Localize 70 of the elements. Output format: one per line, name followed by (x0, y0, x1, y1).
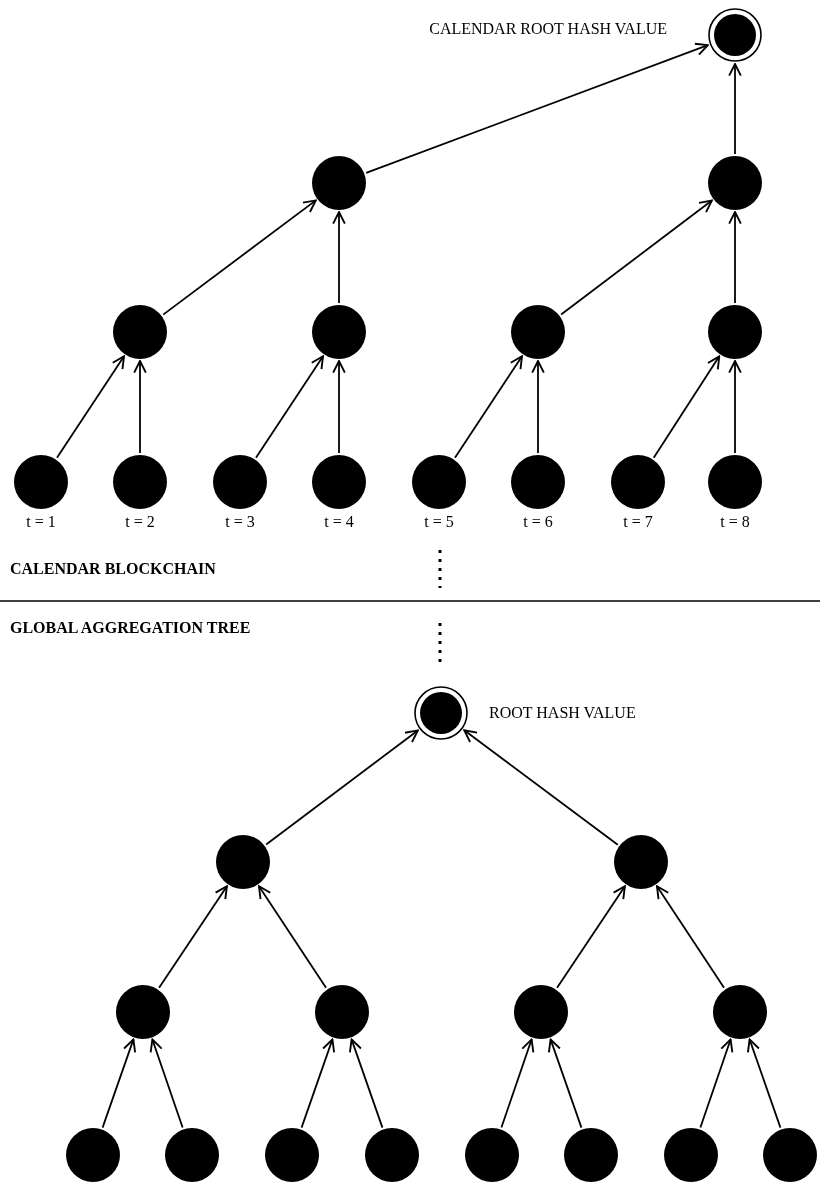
hash-node (511, 455, 565, 509)
section-label: CALENDAR BLOCKCHAIN (10, 560, 216, 578)
hash-node (312, 455, 366, 509)
hash-node (213, 455, 267, 509)
arrow (365, 42, 709, 174)
arrow (747, 1038, 782, 1129)
hash-node (708, 455, 762, 509)
hash-node (564, 1128, 618, 1182)
arrow (531, 360, 545, 454)
arrow (255, 355, 324, 459)
hash-node (66, 1128, 120, 1182)
hash-node (315, 985, 369, 1039)
node-caption: ROOT HASH VALUE (489, 704, 636, 722)
arrow (728, 63, 742, 155)
arrow (454, 355, 523, 459)
arrow (265, 729, 419, 846)
arrow (349, 1038, 384, 1129)
time-label: t = 3 (225, 513, 255, 531)
arrow (56, 355, 125, 459)
arrow (560, 199, 713, 316)
arrow (728, 211, 742, 304)
time-label: t = 1 (26, 513, 56, 531)
arrow (556, 885, 626, 989)
hash-node (312, 156, 366, 210)
time-label: t = 4 (324, 513, 354, 531)
hash-node (511, 305, 565, 359)
hash-node (116, 985, 170, 1039)
arrow (101, 1038, 136, 1129)
root-hash-node (708, 8, 762, 62)
root-hash-node (414, 686, 468, 740)
hash-node (216, 835, 270, 889)
arrow (149, 1038, 184, 1129)
hash-node (365, 1128, 419, 1182)
time-label: t = 8 (720, 513, 750, 531)
arrow (699, 1038, 734, 1129)
time-label: t = 5 (424, 513, 454, 531)
arrow (133, 360, 147, 454)
hash-node (713, 985, 767, 1039)
hash-node (708, 156, 762, 210)
arrow (500, 1038, 535, 1129)
arrow (332, 211, 346, 304)
hash-node (465, 1128, 519, 1182)
arrow (300, 1038, 335, 1129)
hash-node (14, 455, 68, 509)
hash-node (312, 305, 366, 359)
arrow (652, 355, 721, 459)
time-label: t = 2 (125, 513, 155, 531)
hash-node (614, 835, 668, 889)
node-caption: CALENDAR ROOT HASH VALUE (429, 20, 667, 38)
hash-node (412, 455, 466, 509)
arrow (728, 360, 742, 454)
time-label: t = 7 (623, 513, 653, 531)
arrow (548, 1038, 583, 1129)
section-label: GLOBAL AGGREGATION TREE (10, 619, 251, 637)
hash-node (113, 455, 167, 509)
arrow (258, 885, 327, 989)
hash-node (514, 985, 568, 1039)
hash-node (113, 305, 167, 359)
hash-node (763, 1128, 817, 1182)
time-label: t = 6 (523, 513, 553, 531)
hash-node (664, 1128, 718, 1182)
arrow (162, 199, 317, 316)
hash-node (611, 455, 665, 509)
hash-node (165, 1128, 219, 1182)
arrow (332, 360, 346, 454)
hash-node (265, 1128, 319, 1182)
arrow (656, 885, 725, 989)
arrow (158, 885, 228, 989)
hash-node (708, 305, 762, 359)
arrow (463, 729, 619, 846)
